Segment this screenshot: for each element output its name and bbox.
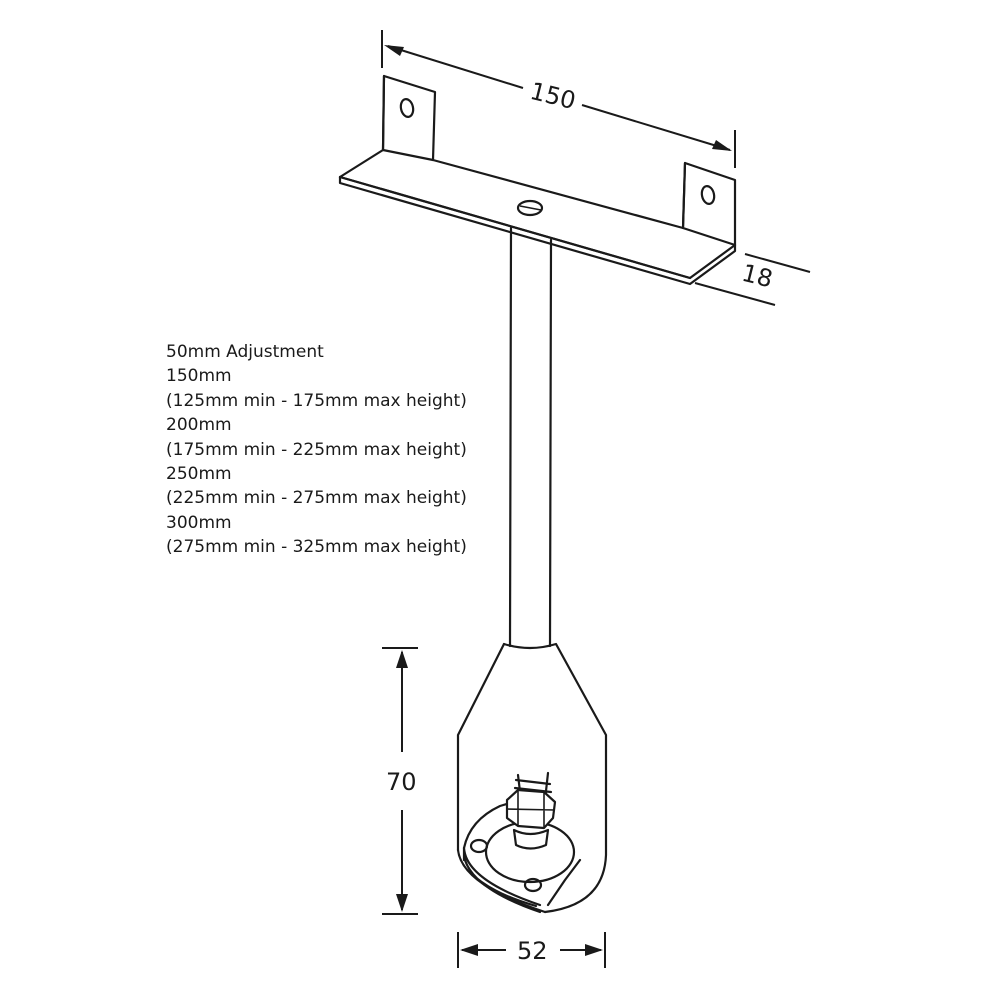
threaded-stud [513,771,553,802]
swivel-disc [484,820,576,884]
spec-line: (125mm min - 175mm max height) [166,390,467,411]
bracket-left-upright [338,74,737,280]
spec-line: 250mm [166,464,232,485]
base-plate [462,846,542,914]
spec-line: (175mm min - 225mm max height) [166,439,467,460]
lower-nut [512,828,550,850]
leg-stem [508,226,553,648]
spec-line: (275mm min - 325mm max height) [166,537,467,558]
center-screw [516,199,544,217]
center-screw-slot [519,205,542,211]
spec-line: (225mm min - 275mm max height) [166,488,467,509]
dimension-diameter-label: 52 [517,937,548,965]
bracket-hole-left [399,98,415,118]
dimension-height-label: 70 [386,768,417,796]
spec-line: 200mm [166,415,232,436]
base-hole-left [469,838,489,854]
dimension-width-label: 150 [527,77,578,115]
dimension-height: 70 [382,647,418,915]
base-hole-right [523,877,543,893]
mounting-bracket [338,74,737,286]
bracket-bottom-edge [338,175,737,286]
bracket-hole-right [700,185,716,205]
foot-outline [502,642,608,914]
spec-line: 300mm [166,512,232,533]
spec-line: 50mm Adjustment [166,342,324,362]
dimension-diameter: 52 [457,932,606,968]
spec-line: 150mm [166,366,232,387]
adjustment-spec-list: 50mm Adjustment 150mm (125mm min - 175mm… [166,340,467,560]
foot-body [456,642,608,914]
bracket-fold-lines [338,74,737,280]
dimension-depth-label: 18 [739,259,775,294]
